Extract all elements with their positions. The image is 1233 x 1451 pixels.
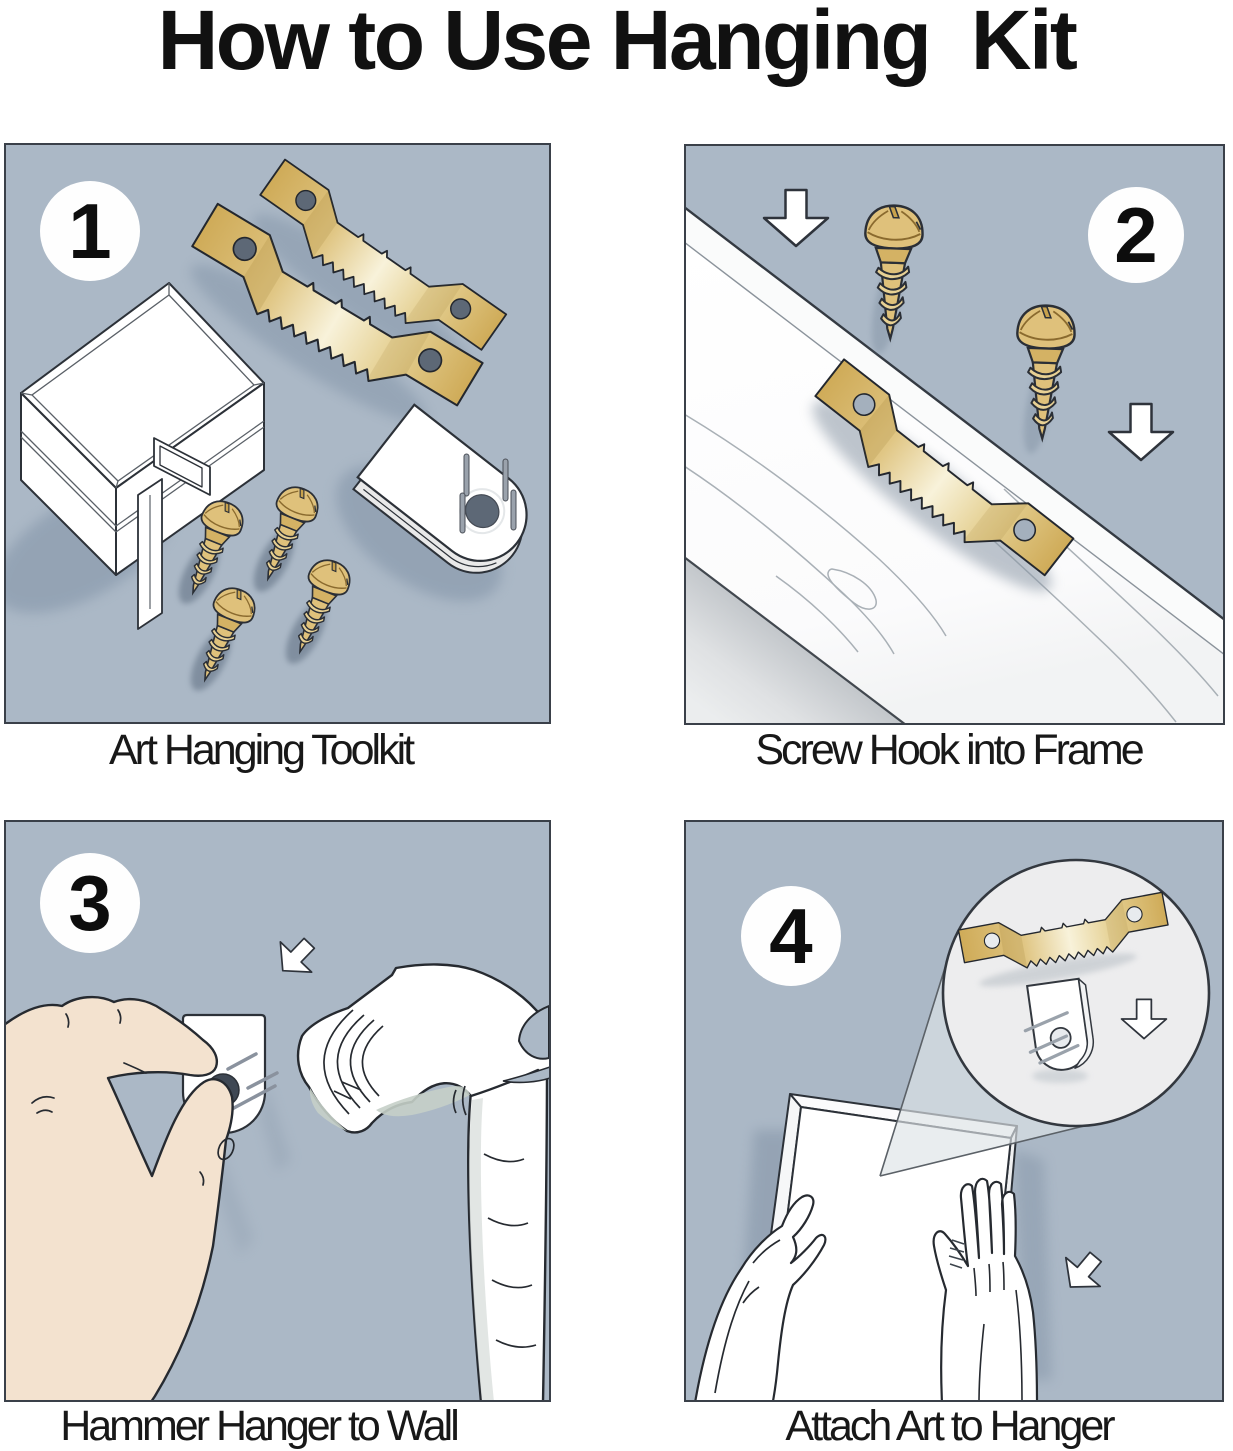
svg-text:3: 3 xyxy=(68,859,111,947)
svg-text:1: 1 xyxy=(68,187,111,275)
svg-text:4: 4 xyxy=(769,892,812,980)
svg-text:2: 2 xyxy=(1114,191,1157,279)
